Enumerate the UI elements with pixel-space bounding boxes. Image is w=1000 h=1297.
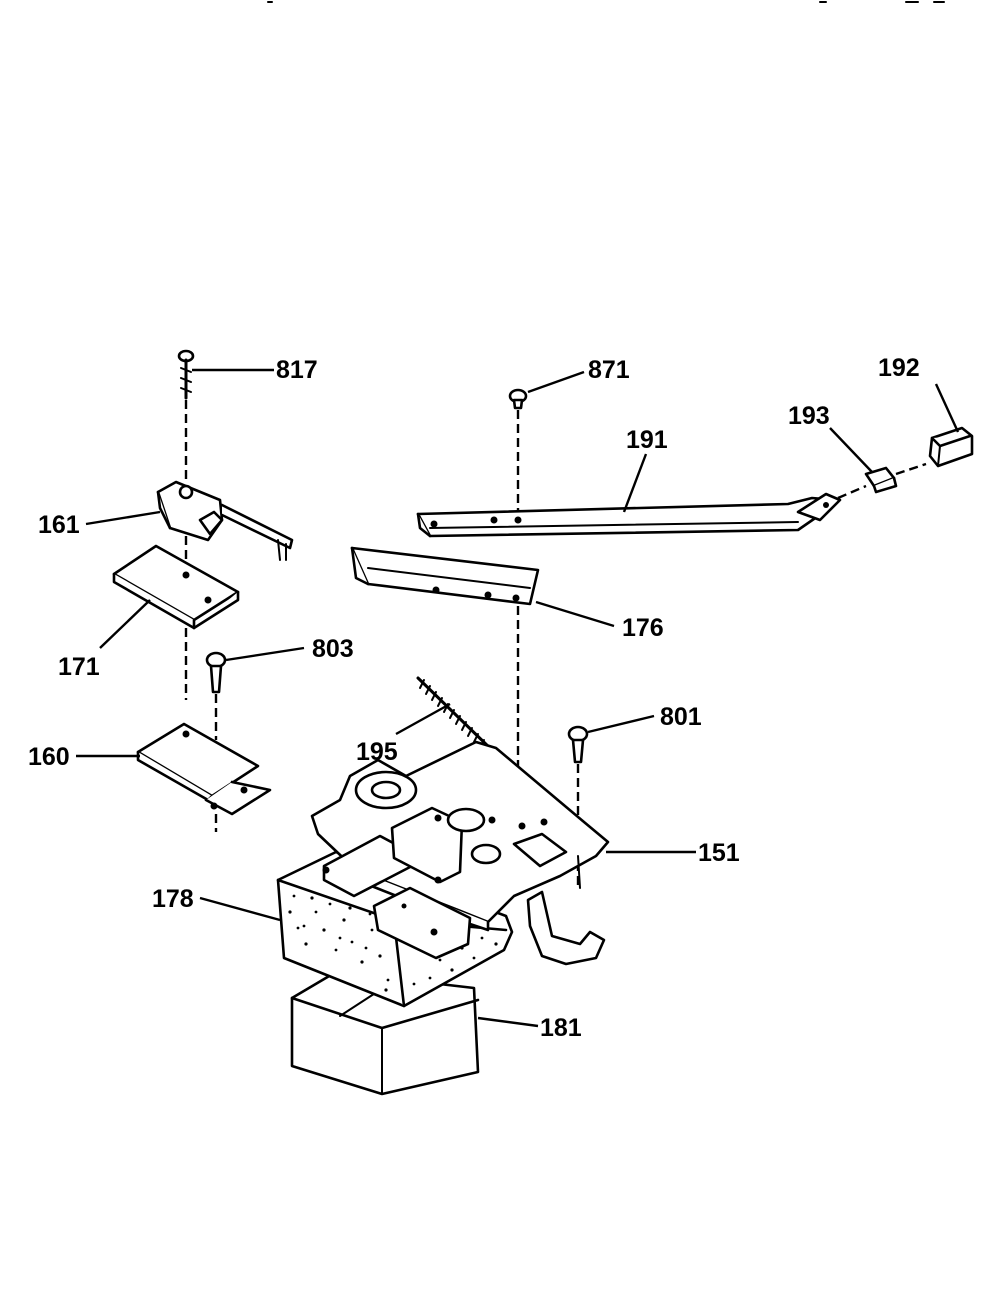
- callout-817: 817: [276, 356, 318, 384]
- screw-871: [508, 388, 528, 410]
- callout-176: 176: [622, 614, 664, 642]
- clip-193: [864, 466, 898, 494]
- screw-817: [177, 349, 195, 400]
- callout-151: 151: [698, 839, 740, 867]
- callout-160: 160: [28, 743, 70, 771]
- screw-801: [567, 725, 589, 764]
- spring-195: [416, 676, 496, 755]
- callout-195: 195: [356, 738, 398, 766]
- callout-171: 171: [58, 653, 100, 681]
- knob-192: [928, 426, 974, 468]
- callout-181: 181: [540, 1014, 582, 1042]
- callout-193: 193: [788, 402, 830, 430]
- callout-871: 871: [588, 356, 630, 384]
- callout-801: 801: [660, 703, 702, 731]
- leader-lines: [76, 368, 960, 1028]
- callout-161: 161: [38, 511, 80, 539]
- plate-171: [112, 544, 240, 630]
- lever-191: [416, 492, 842, 538]
- callout-191: 191: [626, 426, 668, 454]
- bracket-160: [136, 722, 272, 816]
- switch-161: [156, 480, 294, 561]
- bracket-176: [350, 546, 540, 606]
- screw-803: [205, 651, 227, 694]
- callout-192: 192: [878, 354, 920, 382]
- callout-803: 803: [312, 635, 354, 663]
- frame-151: [310, 740, 610, 966]
- callout-178: 178: [152, 885, 194, 913]
